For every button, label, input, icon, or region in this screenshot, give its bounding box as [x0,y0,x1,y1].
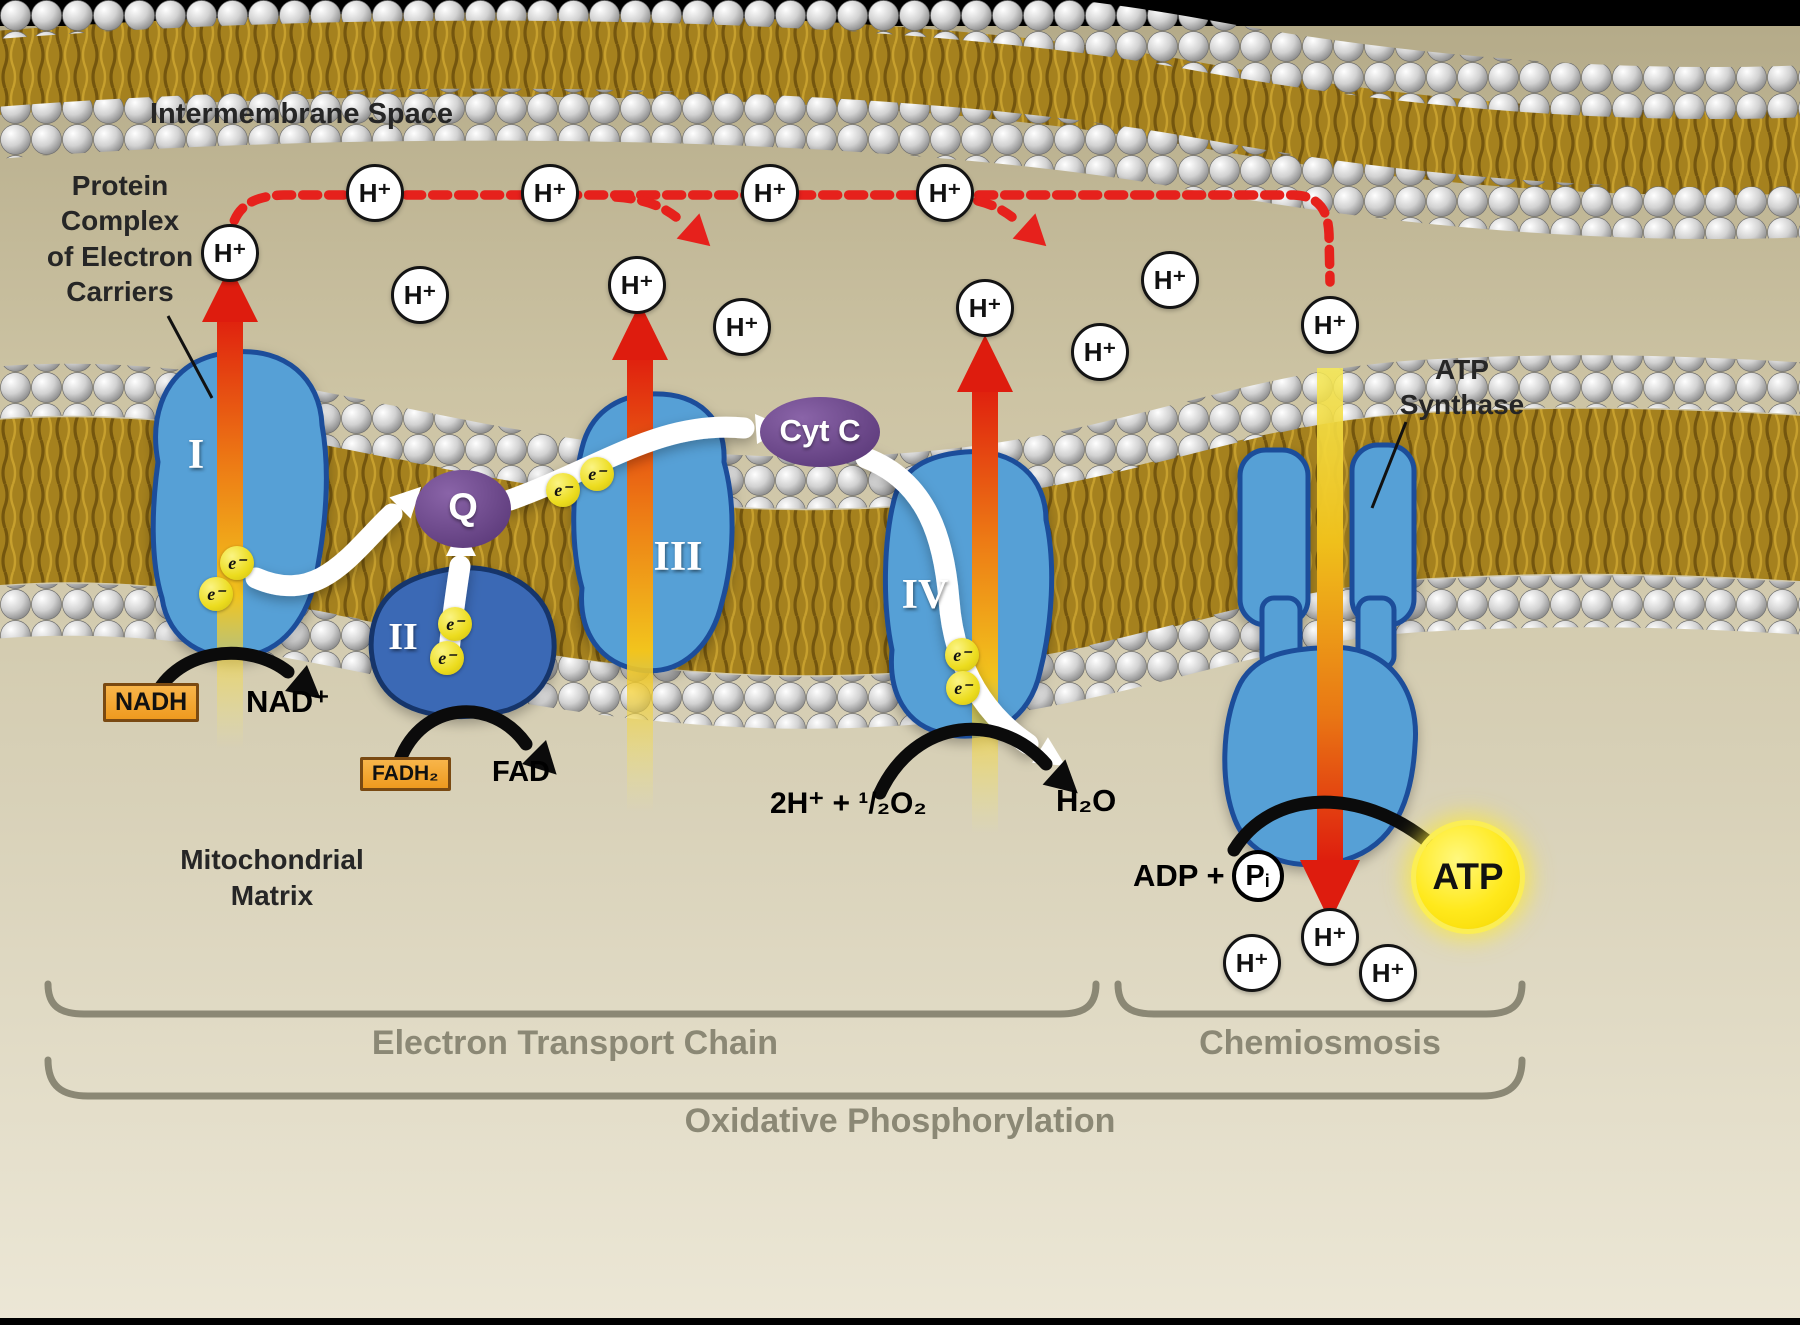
h-plus-ion: H⁺ [1141,251,1199,309]
oxidative-phosphorylation-label: Oxidative Phosphorylation [684,1102,1116,1140]
fadh2-box: FADH₂ [360,757,451,791]
h-plus-ion: H⁺ [713,298,771,356]
h-plus-ion: H⁺ [1301,908,1359,966]
electron-transport-chain-label: Electron Transport Chain [371,1024,779,1062]
mitochondrial-matrix-label: Mitochondrial Matrix [180,844,364,912]
electron: e⁻ [199,577,233,611]
fad-label: FAD [492,756,550,788]
nadh-box: NADH [103,683,200,722]
h-plus-ion: H⁺ [608,256,666,314]
h-plus-ion: H⁺ [391,266,449,324]
atp-badge: ATP [1416,825,1520,929]
complex-iii-numeral: III [653,534,703,580]
intermembrane-space-label: Intermembrane Space [150,98,454,130]
proton-pump-arrows [202,266,1013,834]
electron: e⁻ [438,607,472,641]
h-plus-ion: H⁺ [1223,934,1281,992]
electron: e⁻ [546,473,580,507]
h-plus-ion: H⁺ [1301,296,1359,354]
electron: e⁻ [945,638,979,672]
complex-ii-numeral: II [388,616,418,658]
complex-i-numeral: I [187,432,205,478]
h-plus-ion: H⁺ [956,279,1014,337]
h-plus-ion: H⁺ [1359,944,1417,1002]
electron: e⁻ [580,457,614,491]
phosphate-sub: i [1264,870,1270,891]
nad-label: NAD⁺ [246,684,330,719]
h-plus-ion: H⁺ [741,164,799,222]
electron: e⁻ [220,546,254,580]
phosphate-p: P [1245,859,1265,892]
oxygen-substrate-label: 2H⁺ + ¹/₂O₂ [770,787,927,820]
water-label: H₂O [1056,783,1117,818]
atp-synthase-proton-flow-arrow [1300,368,1360,922]
h-plus-ion: H⁺ [521,164,579,222]
bottom-border [0,1318,1800,1325]
h-plus-ion: H⁺ [916,164,974,222]
electron: e⁻ [946,671,980,705]
ubiquinone-label: Q [448,486,478,529]
atp-synthase-pointer-line [1370,421,1408,509]
adp-text: ADP + [1133,858,1225,893]
outer-membrane [0,0,1800,239]
ubiquinone-shape [415,470,511,548]
cytochrome-c-label: Cyt C [779,413,861,448]
protein-complex-label: Protein Complex of Electron Carriers [46,170,194,307]
section-braces [44,980,1526,1100]
chemiosmosis-label: Chemiosmosis [1199,1024,1441,1062]
atp-synthase-label: ATP Synthase [1399,354,1525,421]
electron: e⁻ [430,641,464,675]
complex-iv-numeral: IV [901,572,949,618]
h-plus-ion: H⁺ [201,224,259,282]
protein-complex-pointer-line [166,315,214,399]
h-plus-ion: H⁺ [1071,323,1129,381]
h-plus-ion: H⁺ [346,164,404,222]
cytochrome-c-shape [760,397,880,467]
